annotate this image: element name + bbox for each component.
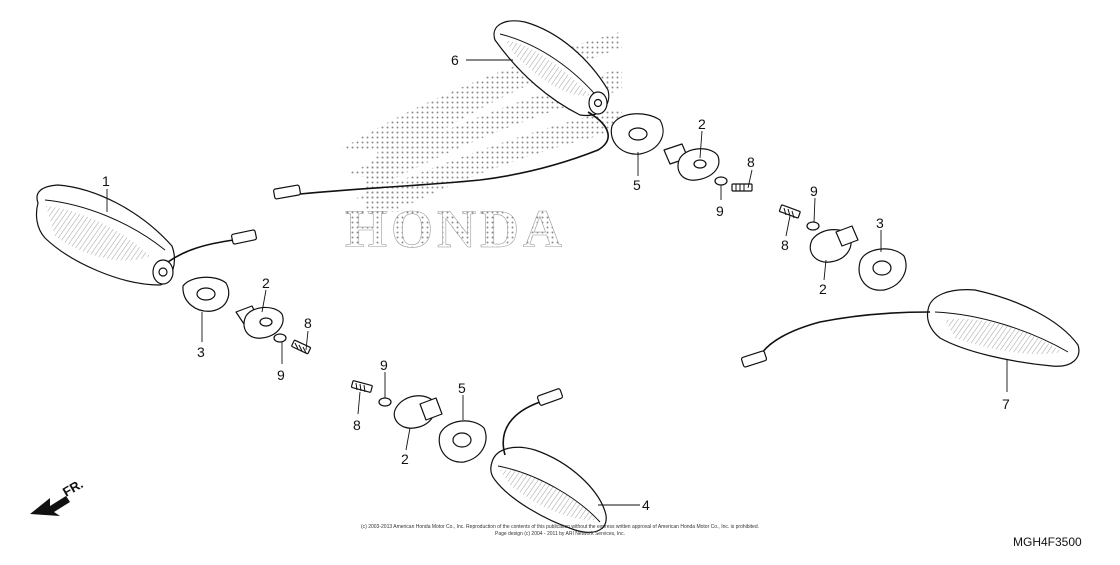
part-4-lower-turn-signal bbox=[490, 388, 607, 533]
part-8-left-bolt bbox=[291, 339, 312, 355]
part-9-lower-washer bbox=[378, 397, 392, 407]
callout-9-right: 9 bbox=[810, 183, 818, 199]
callout-8-upper: 8 bbox=[747, 154, 755, 170]
callout-5-upper: 5 bbox=[633, 177, 641, 193]
part-2-right-bracket bbox=[809, 225, 859, 263]
part-8-upper-bolt bbox=[731, 183, 753, 192]
part-2-upper-bracket bbox=[663, 143, 720, 181]
front-direction-label: FR. bbox=[60, 476, 86, 499]
callout-9-lower: 9 bbox=[380, 357, 388, 373]
callout-2-right: 2 bbox=[819, 281, 827, 297]
callout-7: 7 bbox=[1002, 396, 1010, 412]
callout-8-lower: 8 bbox=[353, 417, 361, 433]
callout-3-right: 3 bbox=[876, 215, 884, 231]
part-3-left-socket bbox=[182, 276, 230, 312]
part-8-right-bolt bbox=[778, 204, 801, 219]
arrow-left-icon bbox=[30, 496, 70, 516]
callout-2-left: 2 bbox=[262, 275, 270, 291]
part-5-upper-socket bbox=[610, 113, 664, 155]
part-9-right-washer bbox=[806, 221, 820, 231]
part-1-left-front-turn-signal bbox=[35, 184, 258, 286]
leader-lines bbox=[106, 59, 1008, 506]
copyright-line-1: (c) 2003-2013 American Honda Motor Co., … bbox=[361, 524, 759, 530]
part-3-right-socket bbox=[858, 248, 907, 291]
part-9-upper-washer bbox=[714, 176, 728, 186]
part-2-lower-bracket bbox=[393, 395, 443, 429]
callout-9-upper: 9 bbox=[716, 203, 724, 219]
diagram-code: MGH4F3500 bbox=[1013, 535, 1082, 549]
part-6-upper-turn-signal bbox=[273, 20, 610, 200]
callout-5-lower: 5 bbox=[458, 380, 466, 396]
part-2-left-bracket bbox=[235, 305, 284, 339]
callout-2-lower: 2 bbox=[401, 451, 409, 467]
part-9-left-washer bbox=[273, 333, 287, 343]
part-8-lower-bolt bbox=[350, 380, 373, 393]
honda-wordmark: HONDA bbox=[345, 199, 566, 259]
front-direction-indicator: FR. bbox=[30, 476, 86, 516]
callout-8-left: 8 bbox=[304, 315, 312, 331]
callout-3-left: 3 bbox=[197, 344, 205, 360]
callout-4: 4 bbox=[642, 497, 650, 513]
callout-2-upper: 2 bbox=[698, 116, 706, 132]
callout-1: 1 bbox=[102, 173, 110, 189]
callout-9-left: 9 bbox=[277, 367, 285, 383]
part-7-right-turn-signal bbox=[740, 289, 1080, 368]
copyright-line-2: Page design (c) 2004 - 2011 by ARI Netwo… bbox=[495, 531, 625, 537]
part-5-lower-socket bbox=[438, 420, 487, 463]
callout-labels: 1 2 3 9 8 6 2 5 9 8 9 8 3 2 7 9 8 5 2 4 bbox=[102, 52, 1010, 513]
callout-6: 6 bbox=[451, 52, 459, 68]
callout-8-right: 8 bbox=[781, 237, 789, 253]
